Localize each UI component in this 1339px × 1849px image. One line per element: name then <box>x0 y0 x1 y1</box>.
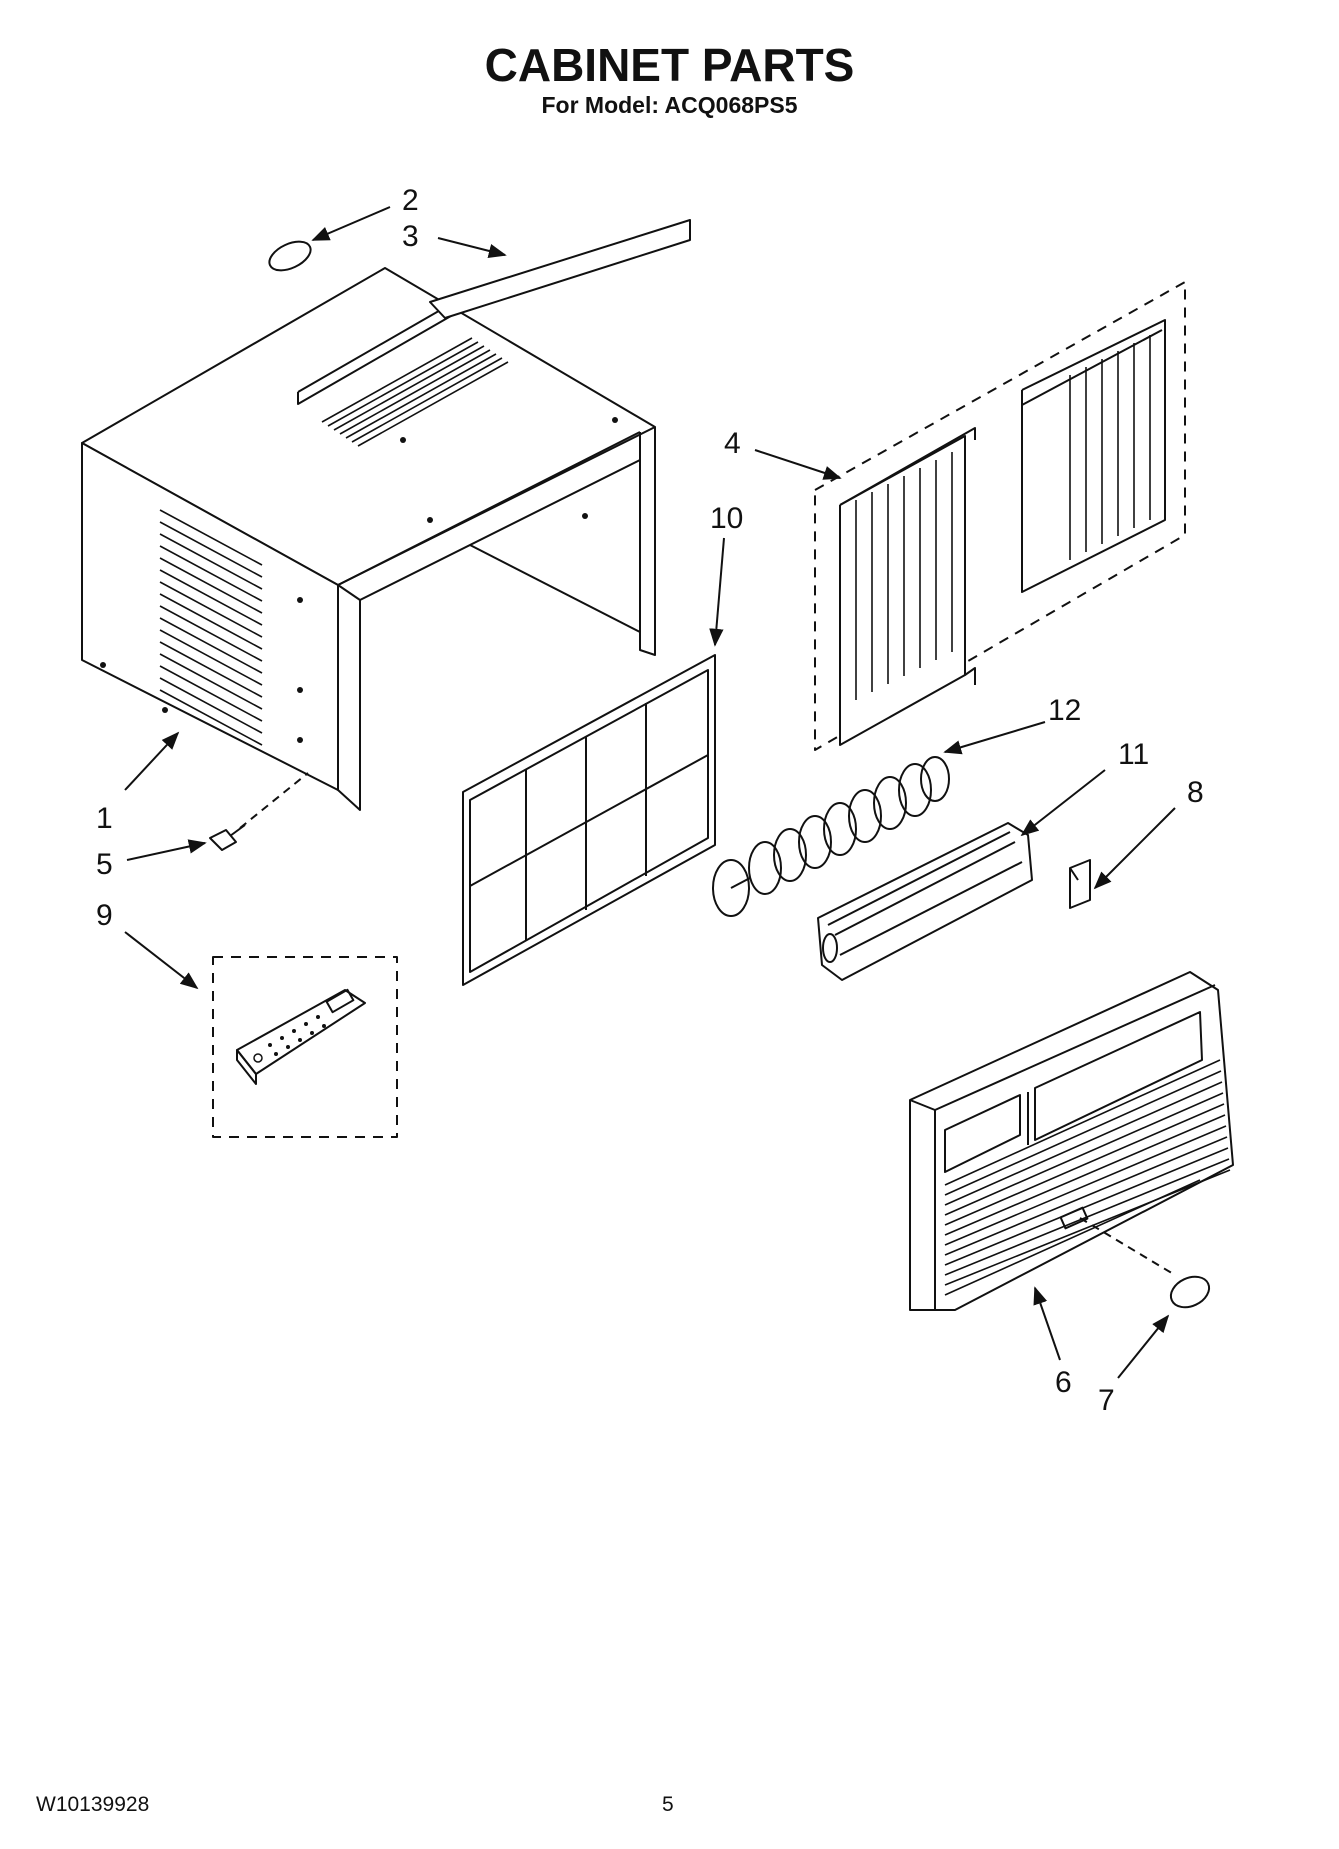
callout-10: 10 <box>710 502 743 535</box>
part-2-oval-plug <box>268 240 312 272</box>
part-4-side-curtains <box>814 281 1186 751</box>
page-title: CABINET PARTS <box>484 39 855 91</box>
part-10-air-filter <box>462 654 716 986</box>
leader-5 <box>126 839 207 861</box>
callout-3: 3 <box>402 220 419 253</box>
leader-2 <box>311 206 391 241</box>
part-5-screw <box>209 772 309 851</box>
part-9-remote-control <box>212 956 398 1138</box>
leader-3 <box>437 237 507 258</box>
leader-7 <box>1117 1314 1170 1379</box>
callout-7: 7 <box>1098 1384 1115 1417</box>
document-number: W10139928 <box>36 1793 150 1816</box>
callout-11: 11 <box>1118 738 1149 771</box>
leader-11 <box>1020 769 1106 837</box>
leader-10 <box>709 537 725 647</box>
cabinet-wrapper <box>81 267 656 811</box>
cabinet-top-louvers <box>321 337 509 447</box>
leader-4 <box>754 449 842 480</box>
part-11-air-deflector <box>817 822 1033 981</box>
callout-6: 6 <box>1055 1366 1072 1399</box>
callout-8: 8 <box>1187 776 1204 809</box>
leader-9 <box>124 931 199 990</box>
part-8-bracket <box>1069 859 1091 909</box>
part-3-top-rail <box>429 219 691 319</box>
leader-8 <box>1093 807 1176 890</box>
leader-6 <box>1033 1286 1061 1361</box>
part-7-oval-plug <box>1169 1275 1211 1309</box>
callout-1: 1 <box>96 802 113 835</box>
model-subtitle: For Model: ACQ068PS5 <box>541 92 798 118</box>
leader-1 <box>124 731 180 791</box>
callout-5: 5 <box>96 848 113 881</box>
cabinet-side-louvers <box>159 509 263 746</box>
part-6-front-panel <box>909 971 1234 1311</box>
page-number: 5 <box>662 1793 674 1816</box>
callout-2: 2 <box>402 184 419 217</box>
callout-4: 4 <box>724 427 741 460</box>
part-12-blower-wheel <box>712 756 950 917</box>
leader-12 <box>943 721 1046 755</box>
cabinet-holes <box>100 417 618 743</box>
callout-12: 12 <box>1048 694 1081 727</box>
callout-9: 9 <box>96 899 113 932</box>
